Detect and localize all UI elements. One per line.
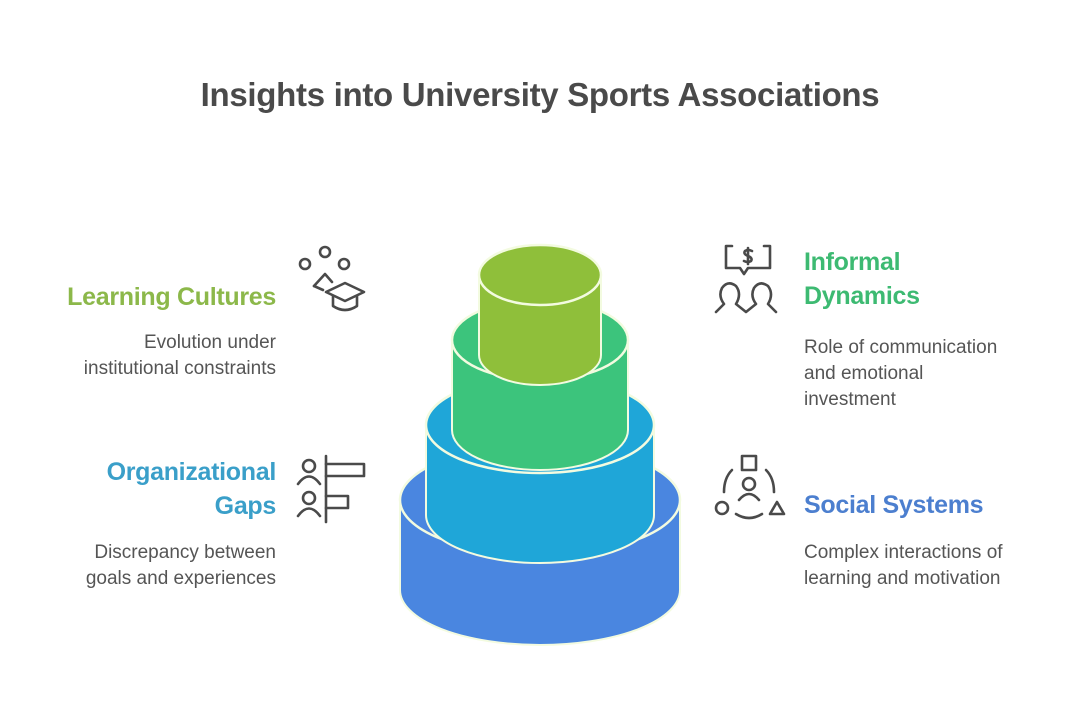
organizational-gaps-description: Discrepancy between goals and experience… — [30, 540, 276, 592]
desc-line: learning and motivation — [804, 568, 1001, 589]
desc-line: Complex interactions of — [804, 542, 1003, 563]
tier-top — [477, 243, 603, 307]
organizational-gaps-heading: Organizational Gaps — [30, 455, 277, 523]
heading-line: Dynamics — [804, 282, 920, 310]
informal-dynamics-description: Role of communication and emotional inve… — [804, 335, 997, 413]
desc-line: and emotional — [804, 363, 924, 384]
diagram-title: Insights into University Sports Associat… — [200, 76, 880, 113]
graduation-cap-network-icon — [292, 242, 368, 318]
heading-line: Organizational — [106, 458, 277, 486]
people-bar-chart-icon — [292, 452, 368, 528]
person-shapes-cycle-icon — [712, 452, 788, 528]
informal-dynamics-heading: Informal Dynamics — [804, 245, 920, 313]
people-money-chat-icon — [712, 240, 788, 316]
desc-line: institutional constraints — [83, 358, 276, 379]
learning-cultures-description: Evolution under institutional constraint… — [30, 330, 276, 382]
heading-line: Gaps — [214, 492, 277, 520]
social-systems-description: Complex interactions of learning and mot… — [804, 540, 1003, 592]
desc-line: Discrepancy between — [94, 542, 276, 563]
desc-line: goals and experiences — [85, 568, 276, 589]
desc-line: Role of communication — [804, 337, 998, 358]
desc-line: Evolution under — [143, 332, 276, 353]
social-systems-heading: Social Systems — [804, 491, 984, 519]
learning-cultures-heading: Learning Cultures — [67, 283, 276, 311]
heading-line: Informal — [804, 248, 901, 276]
desc-line: investment — [804, 389, 896, 410]
cylinder-tier-learning-cultures — [477, 243, 603, 386]
